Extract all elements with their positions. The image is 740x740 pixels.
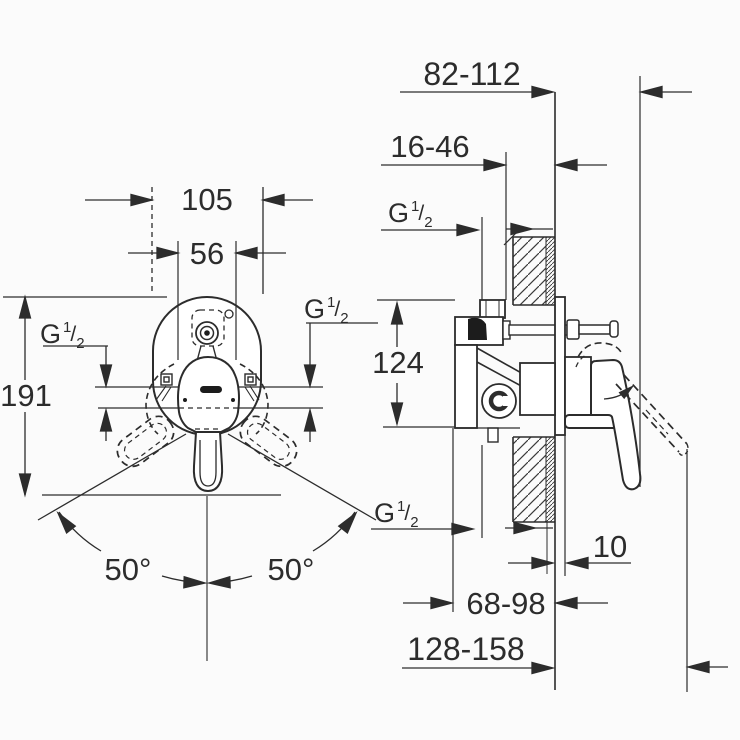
lever-front bbox=[192, 428, 224, 493]
wall-section bbox=[503, 92, 556, 690]
swing-angle-geometry bbox=[37, 433, 377, 661]
dim-plate-offset bbox=[508, 556, 631, 570]
dim-connection-spacing bbox=[377, 299, 455, 428]
knob-mouth-mark bbox=[200, 386, 222, 393]
dim-plate-width bbox=[85, 187, 313, 294]
dim-max-protrusion bbox=[402, 660, 728, 675]
dim-plate-offset-label: 10 bbox=[593, 529, 627, 564]
handle-swing-arc bbox=[603, 382, 636, 400]
dim-cartridge-width bbox=[128, 241, 286, 360]
knob-dot-left bbox=[183, 398, 187, 402]
mounting-bracket bbox=[454, 344, 478, 429]
escutcheon-plate-side bbox=[554, 296, 566, 436]
lever-ghost-right bbox=[116, 415, 175, 468]
knob-dot-right bbox=[231, 398, 235, 402]
swing-angle-left-label: 50° bbox=[105, 552, 152, 587]
outlet-nipple bbox=[578, 324, 611, 335]
valve-body-section bbox=[454, 299, 568, 443]
front-view bbox=[3, 187, 378, 661]
inlet-port-left bbox=[155, 373, 173, 402]
cartridge-housing-front bbox=[564, 356, 592, 418]
bottom-pipe-stub bbox=[487, 427, 499, 443]
inlet-port-right bbox=[244, 373, 260, 402]
dim-max-protrusion-label: 128-158 bbox=[407, 631, 524, 667]
thread-leader-front-right bbox=[303, 322, 378, 442]
dim-height-label: 191 bbox=[0, 378, 52, 413]
dim-connection-spacing-label: 124 bbox=[372, 345, 424, 380]
elbow-fitting-dark bbox=[468, 317, 487, 340]
dim-body-depth-label: 68-98 bbox=[466, 586, 545, 621]
handle-knob-front bbox=[177, 355, 240, 433]
dim-plate-width-label: 105 bbox=[181, 182, 233, 217]
cartridge-housing-rear bbox=[519, 362, 556, 416]
nipple-end-cap bbox=[609, 320, 619, 338]
dim-body-depth bbox=[403, 596, 608, 610]
pipe-collar bbox=[566, 319, 580, 340]
dim-height bbox=[3, 296, 281, 496]
thread-leader-side-top bbox=[381, 222, 553, 237]
swing-angle-right-label: 50° bbox=[268, 552, 315, 587]
knob-swing-ghost-arcs bbox=[145, 363, 269, 435]
side-view bbox=[371, 76, 728, 692]
dim-cartridge-width-label: 56 bbox=[190, 236, 224, 271]
thread-leader-side-bottom bbox=[371, 521, 553, 536]
dim-handle-protrusion-label: 82-112 bbox=[423, 56, 520, 92]
dim-rough-in-depth-label: 16-46 bbox=[390, 129, 469, 164]
dim-rough-in-depth bbox=[381, 158, 607, 172]
dim-handle-protrusion bbox=[400, 85, 692, 99]
thread-leader-front-left bbox=[43, 345, 113, 441]
labels: 105 56 191 50° 50° 82-112 16-46 124 10 6… bbox=[0, 56, 627, 667]
top-connection-pipe bbox=[479, 299, 506, 319]
extension-lines bbox=[452, 76, 688, 692]
